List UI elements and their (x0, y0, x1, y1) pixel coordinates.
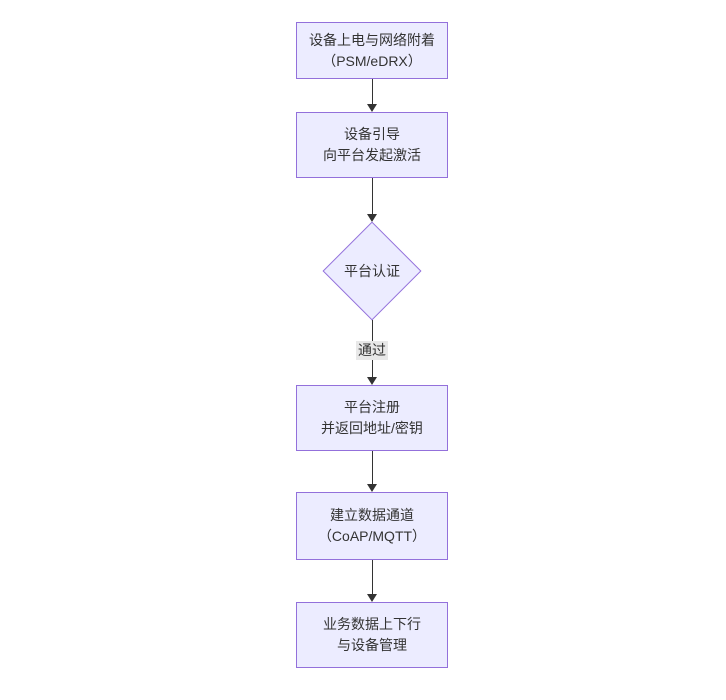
node-line: 与设备管理 (337, 637, 407, 653)
arrowhead-icon (367, 484, 377, 492)
node-line: 业务数据上下行 (323, 616, 421, 632)
node-business-data: 业务数据上下行 与设备管理 (296, 602, 448, 668)
node-line: 并返回地址/密钥 (321, 420, 423, 436)
node-line: 建立数据通道 (330, 507, 414, 523)
node-line: （CoAP/MQTT） (317, 528, 427, 544)
node-platform-register: 平台注册 并返回地址/密钥 (296, 385, 448, 451)
edge-label-pass: 通过 (356, 341, 388, 360)
edge-power-to-bootstrap (367, 79, 377, 112)
node-platform-auth: 平台认证 (322, 221, 422, 321)
edge-channel-to-business (367, 560, 377, 602)
edge-register-to-channel (367, 451, 377, 492)
node-line: 设备上电与网络附着 (309, 31, 435, 48)
edge-bootstrap-to-auth (367, 178, 377, 222)
node-bootstrap: 设备引导 向平台发起激活 (296, 112, 448, 178)
edge-line (371, 79, 373, 105)
node-line: 平台注册 (344, 399, 400, 415)
arrowhead-icon (367, 377, 377, 385)
node-line: 向平台发起激活 (323, 147, 421, 163)
node-line: （PSM/eDRX） (322, 52, 422, 69)
node-data-channel: 建立数据通道 （CoAP/MQTT） (296, 492, 448, 560)
arrowhead-icon (367, 594, 377, 602)
edge-line (371, 560, 373, 595)
node-line: 设备引导 (344, 126, 400, 142)
arrowhead-icon (367, 104, 377, 112)
node-line: 平台认证 (344, 263, 400, 279)
node-power-attach: 设备上电与网络附着 （PSM/eDRX） (296, 22, 448, 79)
edge-line (371, 178, 373, 215)
arrowhead-icon (367, 214, 377, 222)
edge-line (371, 451, 373, 485)
